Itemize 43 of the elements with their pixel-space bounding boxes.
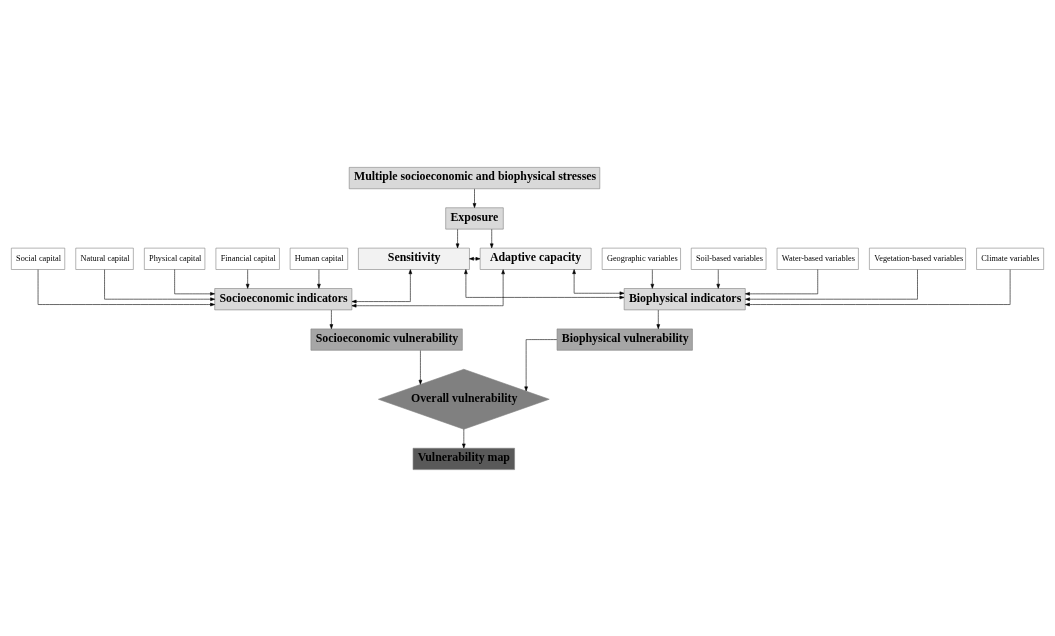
- arrow: [745, 268, 918, 301]
- arrow: [489, 228, 494, 248]
- arrow: [745, 268, 1011, 306]
- arrow: [469, 256, 481, 261]
- arrow: [104, 268, 215, 301]
- node-diamond: Overall vulnerability: [378, 368, 550, 430]
- node-box: Water-based variables: [776, 247, 859, 270]
- node-box: Soil-based variables: [690, 247, 767, 270]
- node-box: Socioeconomic vulnerability: [310, 328, 463, 351]
- node-box: Climate variables: [976, 247, 1044, 270]
- arrow: [524, 338, 558, 391]
- node-box: Biophysical vulnerability: [556, 328, 693, 351]
- node-box: Sensitivity: [358, 247, 470, 270]
- node-box: Adaptive capacity: [479, 247, 592, 270]
- arrow: [351, 268, 413, 303]
- arrow: [37, 268, 215, 306]
- node-box: Human capital: [289, 247, 348, 270]
- arrow: [650, 268, 655, 289]
- node-box: Physical capital: [144, 247, 206, 270]
- arrow: [245, 268, 250, 289]
- arrow: [455, 228, 460, 248]
- arrow: [572, 268, 625, 295]
- node-box: Multiple socioeconomic and biophysical stresses: [348, 166, 601, 189]
- arrow: [174, 268, 215, 296]
- node-box: Financial capital: [215, 247, 280, 270]
- arrow: [716, 268, 720, 289]
- arrow: [351, 268, 505, 307]
- arrow: [656, 309, 661, 329]
- arrow: [464, 268, 625, 299]
- node-box: Vegetation-based variables: [869, 247, 966, 270]
- node-box: Social capital: [11, 247, 66, 270]
- arrow: [472, 188, 477, 208]
- arrow: [317, 268, 321, 289]
- node-box: Exposure: [445, 206, 504, 229]
- arrow: [462, 428, 466, 448]
- node-box: Geographic variables: [601, 247, 681, 270]
- arrow: [329, 309, 334, 329]
- node-box: Vulnerability map: [412, 447, 515, 470]
- node-box: Socioeconomic indicators: [214, 287, 353, 310]
- arrow: [745, 268, 818, 296]
- node-box: Biophysical indicators: [623, 287, 746, 310]
- node-box: Natural capital: [75, 247, 134, 270]
- arrow: [418, 349, 423, 385]
